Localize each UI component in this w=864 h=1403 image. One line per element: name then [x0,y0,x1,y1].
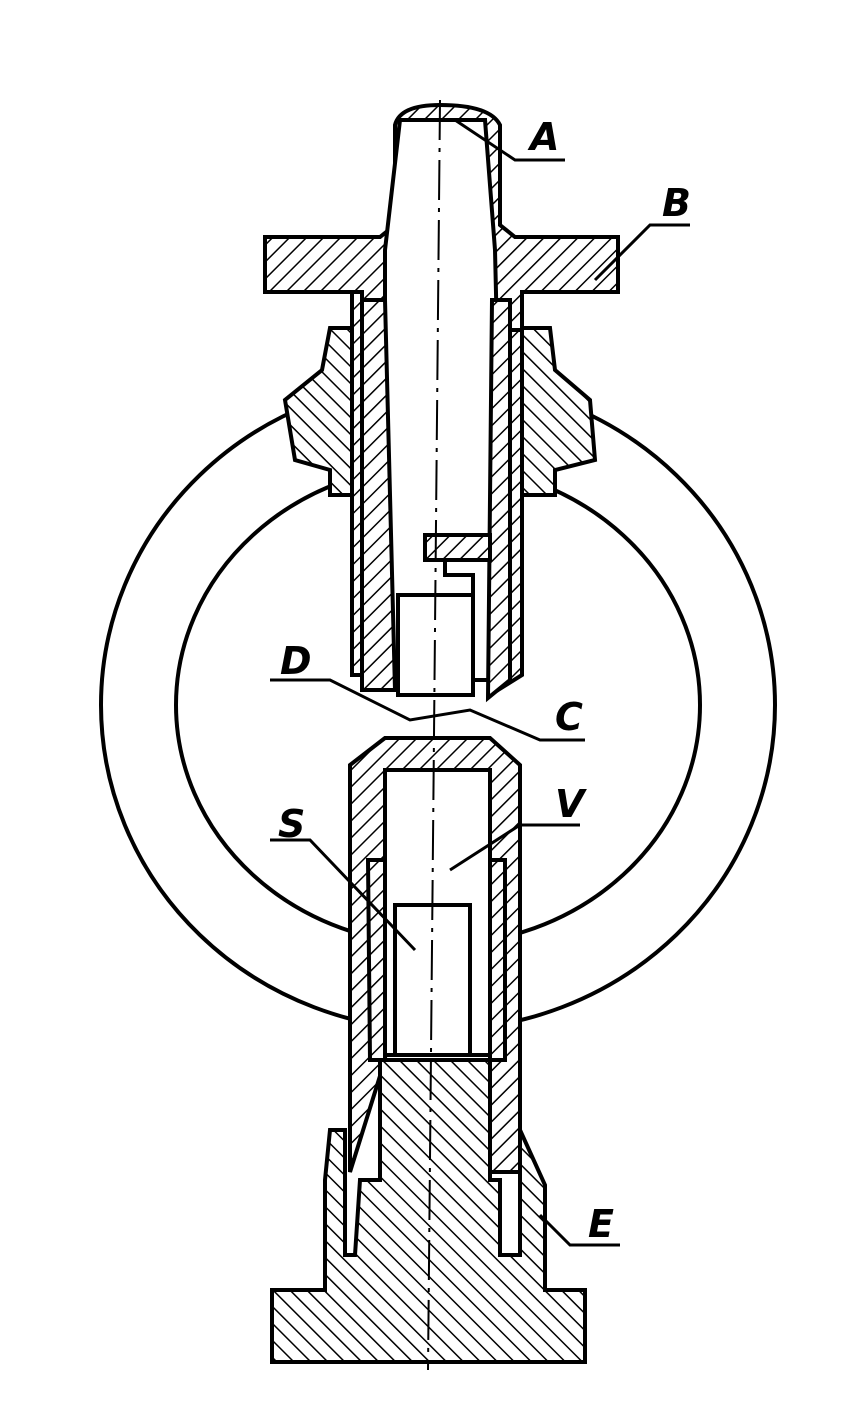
label-e: E [588,1202,614,1246]
slug-s [393,903,472,1057]
label-a: A [530,115,560,159]
label-b: B [662,181,691,225]
label-c: C [555,695,583,739]
label-s: S [278,802,306,846]
label-v: V [555,782,585,826]
label-d: D [280,639,312,683]
base-e [270,1058,587,1364]
centre-axis [427,99,441,1371]
